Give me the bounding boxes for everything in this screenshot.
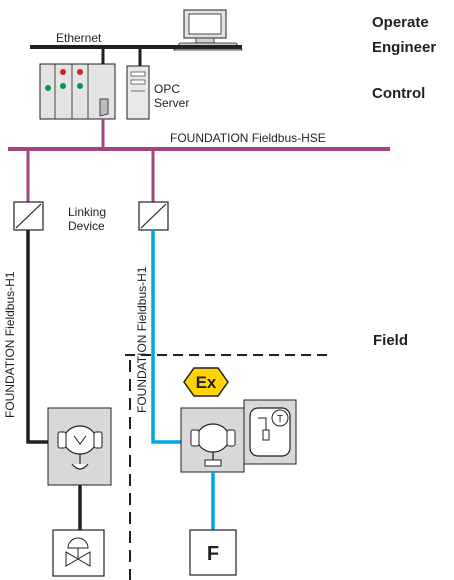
h1-left-label-group: FOUNDATION Fieldbus-H1	[3, 250, 18, 420]
h1-left-label: FOUNDATION Fieldbus-H1	[3, 271, 17, 418]
opc-label-line1: OPC	[154, 82, 180, 96]
level-label-control: Control	[372, 85, 425, 102]
ex-hazard-icon: Ex	[183, 367, 229, 397]
workstation-icon	[173, 9, 243, 51]
control-valve-icon	[52, 529, 105, 577]
level-label-field: Field	[373, 332, 408, 349]
linking-device-right-icon	[138, 201, 169, 231]
valve-positioner-icon	[47, 407, 112, 486]
ex-symbol-label: Ex	[196, 373, 217, 392]
temperature-transmitter-icon: T	[243, 399, 297, 465]
hse-label: FOUNDATION Fieldbus-HSE	[170, 131, 326, 145]
linking-device-left-icon	[13, 201, 44, 231]
opc-server-icon	[126, 65, 150, 120]
level-label-operate: Operate	[372, 14, 429, 31]
level-label-engineer: Engineer	[372, 39, 436, 56]
linking-device-label-line1: Linking	[68, 205, 106, 219]
opc-label-line2: Server	[154, 96, 189, 110]
linking-device-label-line2: Device	[68, 219, 105, 233]
temperature-symbol-icon: T	[277, 414, 283, 425]
h1-segment-right	[151, 230, 181, 444]
ethernet-label: Ethernet	[56, 31, 102, 45]
flow-element-icon: F	[189, 529, 237, 576]
h1-right-label: FOUNDATION Fieldbus-H1	[135, 266, 149, 413]
flow-transmitter-icon	[180, 407, 245, 473]
h1-segment-left	[26, 230, 48, 444]
controller-rack-icon	[39, 63, 116, 120]
flow-element-label: F	[207, 543, 219, 565]
h1-right-label-group: FOUNDATION Fieldbus-H1	[135, 245, 150, 415]
